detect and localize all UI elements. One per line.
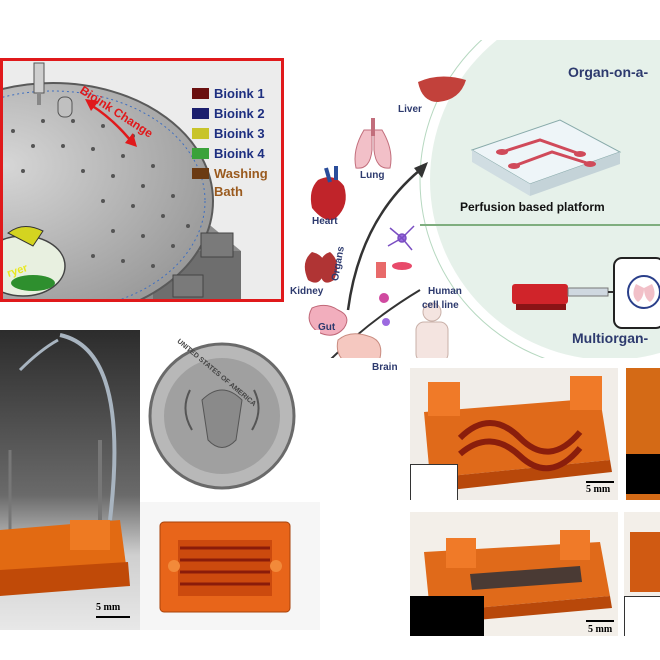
legend-label: Washing	[214, 165, 268, 181]
cell-icon	[392, 262, 412, 270]
lung-icon	[354, 118, 392, 169]
perfusion-chip-icon	[470, 119, 622, 196]
legend-label: Bioink 1	[214, 85, 265, 101]
organ-diagram	[304, 0, 660, 371]
legend-swatch	[192, 127, 209, 139]
gut-icon	[308, 304, 348, 336]
inset-schematic	[410, 596, 484, 636]
human-body-icon	[415, 302, 449, 363]
device-illustration	[424, 376, 612, 492]
cell-icon	[379, 293, 389, 303]
scale-bar-label: 5 mm	[588, 624, 613, 635]
inset-schematic	[626, 454, 660, 494]
bioprinter-panel: Bioink Change ryer	[0, 58, 284, 302]
device-illustration	[424, 530, 612, 624]
legend-swatch	[192, 107, 209, 119]
legend-item: Washing	[192, 164, 268, 182]
lung-label: Lung	[360, 170, 385, 181]
legend-swatch	[192, 87, 209, 99]
heart-icon	[310, 166, 346, 221]
scale-bar-label: 5 mm	[96, 602, 121, 613]
perfusion-label: Perfusion based platform	[460, 200, 605, 214]
legend-label: Bioink 2	[214, 105, 265, 121]
cell-icon	[376, 262, 386, 278]
legend-item: Bioink 1	[192, 84, 265, 102]
bath-label: Bath	[214, 184, 243, 199]
liver-label: Liver	[398, 104, 422, 115]
scale-bar	[586, 620, 614, 622]
device-photo-top: 5 mm	[410, 368, 618, 500]
quarter-coin-illustration	[148, 342, 296, 490]
device-photo-right-bottom	[624, 512, 660, 636]
scale-bar-label: 5 mm	[586, 484, 611, 495]
device-fragment	[630, 532, 660, 592]
kidney-label: Kidney	[290, 286, 324, 297]
organ-on-chip-title: Organ-on-a-	[568, 64, 649, 80]
cell-icon	[382, 318, 390, 326]
device-photo-left: 5 mm	[0, 330, 140, 630]
legend-item: Bioink 3	[192, 124, 265, 142]
coin-photo: UNITED STATES OF AMERICA	[140, 330, 320, 500]
device-illustration	[0, 333, 130, 596]
legend-item: Bioink 4	[192, 144, 265, 162]
device-photo-bottom: 5 mm	[410, 512, 618, 636]
scale-bar	[586, 481, 614, 483]
gut-label: Gut	[318, 322, 336, 333]
brain-icon	[336, 333, 382, 368]
legend-item: Bioink 2	[192, 104, 265, 122]
small-chip-illustration	[159, 521, 291, 613]
inset-schematic	[624, 596, 660, 636]
scale-bar	[96, 616, 130, 618]
multiorgan-title: Multiorgan-	[572, 330, 649, 346]
organ-on-chip-panel: Organ-on-a- Liver Lung Heart Organs Kidn…	[290, 0, 660, 373]
heart-label: Heart	[312, 216, 338, 227]
legend-swatch	[192, 147, 209, 159]
brain-label: Brain	[372, 362, 398, 373]
liver-icon	[418, 76, 466, 102]
bioprinter-illustration	[3, 62, 241, 299]
small-chip-photo	[140, 502, 320, 630]
device-photo-right-top	[626, 368, 660, 500]
inset-schematic	[410, 464, 458, 500]
legend-label: Bioink 3	[214, 125, 265, 141]
cell-line-label: cell line	[422, 300, 459, 311]
human-label: Human	[428, 286, 462, 297]
neuron-icon	[387, 225, 415, 251]
legend-swatch	[192, 167, 209, 179]
bioink-legend: Bioink 1 Bioink 2 Bioink 3 Bioink 4 Wash…	[192, 84, 284, 214]
legend-label: Bioink 4	[214, 145, 265, 161]
kidney-icon	[304, 252, 338, 283]
